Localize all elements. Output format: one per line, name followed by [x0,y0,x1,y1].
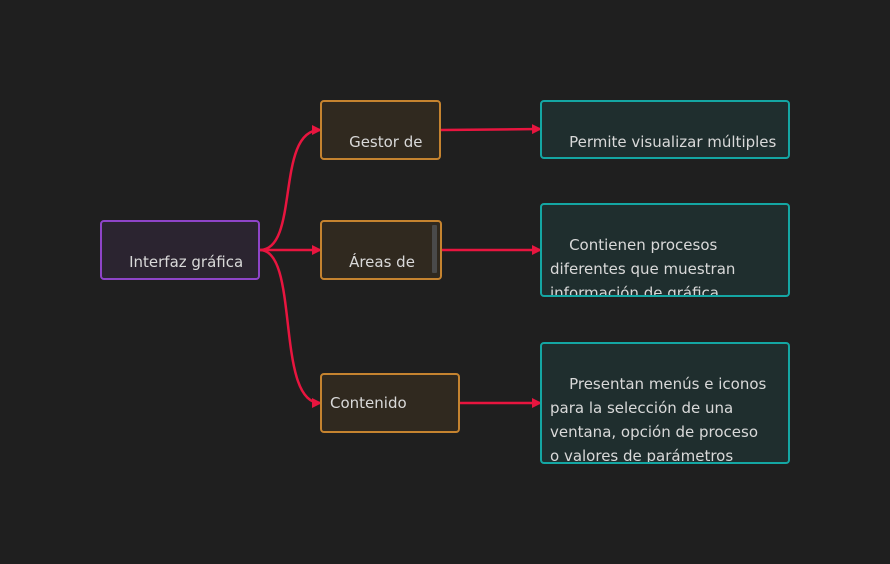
leaf-node-contenido[interactable]: Presentan menús e iconos para la selecci… [540,342,790,464]
connector-root-to-contenido [259,248,322,408]
connector-root-to-gestor [259,125,322,252]
node-scrollbar[interactable] [432,225,437,273]
branch-node-label: Áreas de visualizació [330,253,417,278]
branch-node-gestor[interactable]: Gestor de ventanas [320,100,441,160]
branch-node-contenido[interactable]: Contenido [320,373,460,433]
branch-node-label: Gestor de ventanas [330,133,423,158]
leaf-node-gestor[interactable]: Permite visualizar múltiples áreas de vi… [540,100,790,159]
leaf-node-areas[interactable]: Contienen procesos diferentes que muestr… [540,203,790,297]
leaf-node-label: Presentan menús e iconos para la selecci… [550,375,767,464]
branch-node-label: Contenido [330,394,407,412]
root-node-label: Interfaz gráfica de usuario [110,253,244,278]
connector-gestor-to-leaf [440,124,542,135]
leaf-node-label: Permite visualizar múltiples áreas de vi… [569,133,777,151]
leaf-node-label: Contienen procesos diferentes que muestr… [550,236,736,297]
root-node[interactable]: Interfaz gráfica de usuario [100,220,260,280]
branch-node-areas[interactable]: Áreas de visualizació [320,220,442,280]
